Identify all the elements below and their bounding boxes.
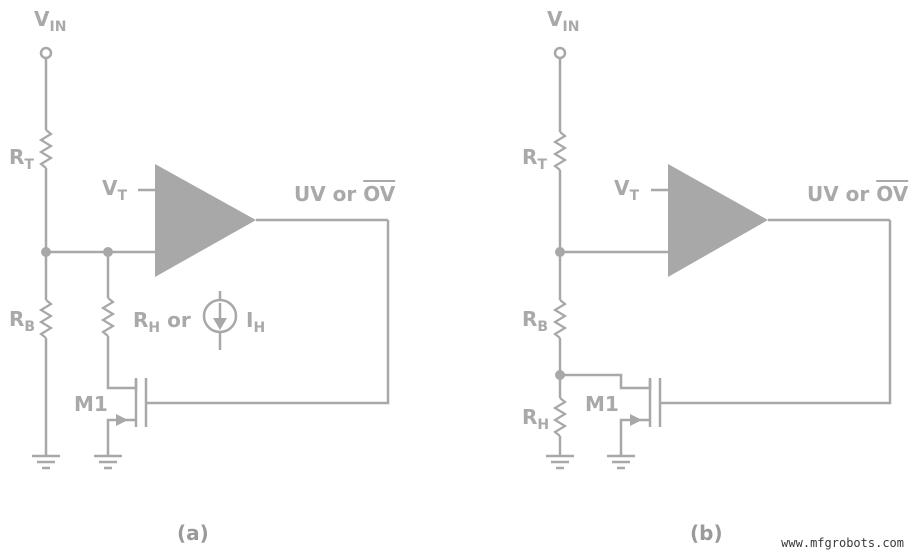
ground-symbol-a1 <box>32 454 60 470</box>
rb-label-b: RB <box>522 307 548 335</box>
rb-resistor-b <box>552 299 568 339</box>
circuit-b: VIN RT RB RH VT UV or OV M1 <box>522 7 909 470</box>
current-source-ih-a <box>202 291 238 350</box>
rt-resistor-a <box>38 129 54 169</box>
rt-label-a: RT <box>9 145 34 173</box>
rt-resistor-b <box>552 131 568 171</box>
rb-resistor-a <box>38 299 54 339</box>
comparator-a <box>155 164 256 277</box>
m1-label-a: M1 <box>74 392 108 416</box>
watermark: www.mfgrobots.com <box>781 536 904 550</box>
rh-or-label-a: RH or <box>133 308 191 336</box>
mosfet-m1-a <box>106 220 390 456</box>
rh-resistor-b <box>552 397 568 437</box>
vin-terminal-b <box>553 46 567 60</box>
rh-to-drain-wire-a <box>106 336 138 390</box>
rh-label-b: RH <box>522 405 549 433</box>
vin-label-b: VIN <box>547 7 579 35</box>
junction-node-b1 <box>555 247 565 257</box>
rb-label-a: RB <box>9 307 35 335</box>
caption-b: (b) <box>690 521 723 545</box>
output-label-a: UV or OV <box>294 182 396 206</box>
output-label-b: UV or OV <box>807 182 909 206</box>
vin-label-a: VIN <box>34 7 66 35</box>
vin-terminal-a <box>39 46 53 60</box>
mosfet-m1-b <box>619 220 892 456</box>
rt-label-b: RT <box>522 145 547 173</box>
vt-label-b: VT <box>614 176 639 204</box>
m1-label-b: M1 <box>585 392 619 416</box>
ground-symbol-b2 <box>607 454 635 470</box>
comparator-b <box>668 164 768 277</box>
rh-resistor-a <box>100 297 116 337</box>
circuit-a: VIN RT RB VT UV or OV RH or IH M1 <box>9 7 396 470</box>
ground-symbol-b1 <box>546 454 574 470</box>
vt-label-a: VT <box>102 176 127 204</box>
ih-label-a: IH <box>246 308 265 336</box>
ground-symbol-a2 <box>94 454 122 470</box>
caption-a: (a) <box>177 521 209 545</box>
node-to-drain-wire-b <box>560 373 652 390</box>
junction-node-a1 <box>41 247 51 257</box>
